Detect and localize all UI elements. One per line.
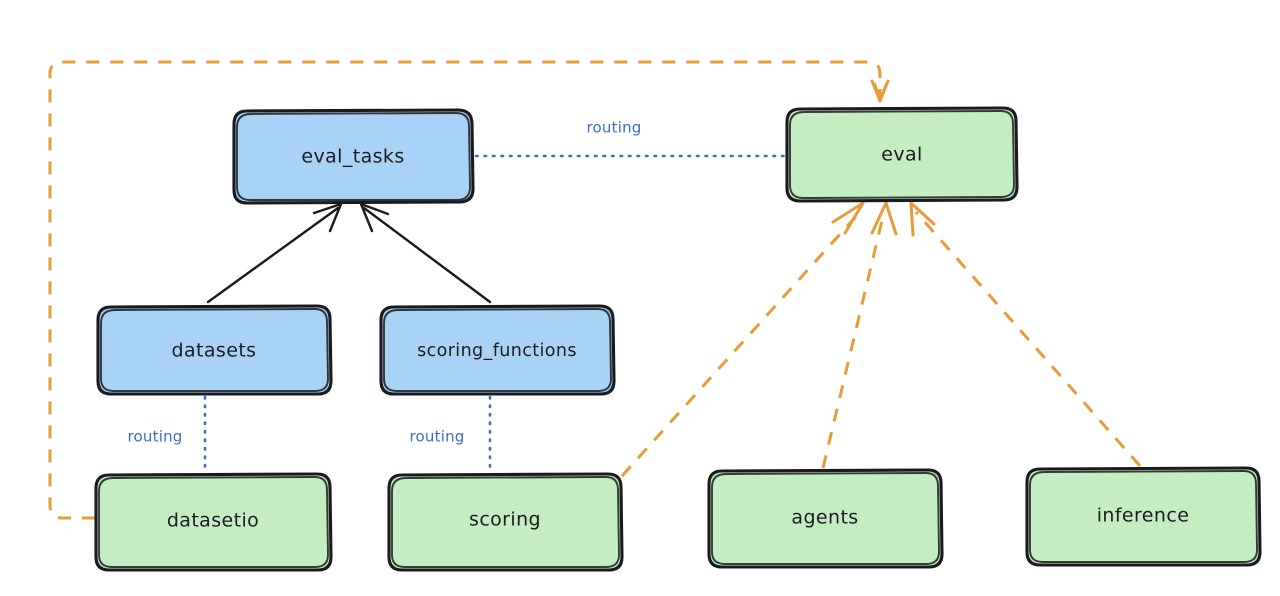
edge-scoring_functions-eval_tasks[interactable] (359, 202, 492, 304)
node-eval_tasks-fill (234, 110, 473, 203)
edge-label-routing-eval: routing (587, 119, 642, 137)
node-inference-fill (1027, 468, 1260, 565)
edge-inference-eval-line (914, 211, 1142, 467)
node-eval_tasks-stroke (232, 108, 475, 205)
node-datasets-stroke (96, 304, 333, 396)
node-scoring-stroke-2 (391, 476, 620, 568)
node-inference-stroke (1025, 466, 1262, 567)
node-agents-stroke-2 (711, 472, 940, 565)
edge-inference-eval-arrowhead (909, 201, 936, 237)
node-eval[interactable]: eval (785, 106, 1019, 203)
node-datasetio-stroke (94, 472, 333, 572)
edge-scoring_functions-eval_tasks-line (362, 206, 492, 304)
node-eval-label: eval (881, 144, 922, 166)
node-scoring_functions-stroke-2 (383, 308, 612, 392)
edge-datasets-eval_tasks-line (206, 206, 340, 304)
node-scoring-label: scoring (469, 509, 541, 531)
edge-datasetio-eval-line (48, 60, 882, 520)
node-layer: eval_tasks eval datasets scor (94, 106, 1262, 572)
edge-datasetio-eval[interactable] (48, 60, 890, 520)
edge-agents-eval-line (821, 211, 886, 469)
edge-scoring-eval-line (620, 210, 862, 478)
node-inference[interactable]: inference (1025, 466, 1262, 567)
edge-agents-eval-arrowhead (870, 201, 898, 236)
edge-inference-eval[interactable] (909, 201, 1142, 467)
node-scoring-stroke (387, 472, 624, 572)
node-datasets-label: datasets (172, 340, 257, 362)
node-eval-fill (787, 108, 1017, 200)
node-agents-fill (709, 470, 942, 567)
edge-datasetio-eval-arrowhead-2 (873, 82, 888, 101)
node-eval-stroke-2 (789, 110, 1015, 199)
node-scoring_functions-fill (381, 306, 614, 394)
edge-label-routing-scoring: routing (410, 428, 465, 446)
edge-agents-eval[interactable] (821, 201, 898, 469)
node-agents-stroke (707, 468, 944, 569)
node-agents-label: agents (791, 507, 858, 529)
edge-datasets-eval_tasks[interactable] (206, 202, 343, 304)
node-datasetio-fill (96, 474, 331, 570)
node-datasets-fill (98, 306, 331, 394)
node-scoring[interactable]: scoring (387, 472, 624, 572)
node-scoring_functions-label: scoring_functions (417, 341, 577, 361)
edge-label-routing-datasetio: routing (128, 428, 183, 446)
node-inference-label: inference (1097, 505, 1190, 527)
edge-scoring-eval[interactable] (620, 201, 865, 478)
node-datasetio[interactable]: datasetio (94, 472, 333, 572)
edge-scoring-eval-arrowhead (831, 201, 865, 235)
node-agents[interactable]: agents (707, 468, 944, 569)
node-datasetio-stroke-2 (98, 476, 329, 568)
edge-label-layer: routing routing routing (128, 119, 642, 446)
node-eval_tasks-stroke-2 (236, 112, 471, 201)
node-inference-stroke-2 (1029, 470, 1258, 563)
node-eval-stroke (785, 106, 1019, 203)
node-scoring-fill (389, 474, 622, 570)
node-eval_tasks[interactable]: eval_tasks (232, 108, 475, 205)
node-datasets-stroke-2 (100, 308, 329, 392)
node-datasetio-label: datasetio (167, 510, 259, 532)
node-scoring_functions-stroke (379, 304, 616, 396)
node-datasets[interactable]: datasets (96, 304, 333, 396)
node-scoring_functions[interactable]: scoring_functions (379, 304, 616, 396)
node-eval_tasks-label: eval_tasks (301, 146, 404, 168)
